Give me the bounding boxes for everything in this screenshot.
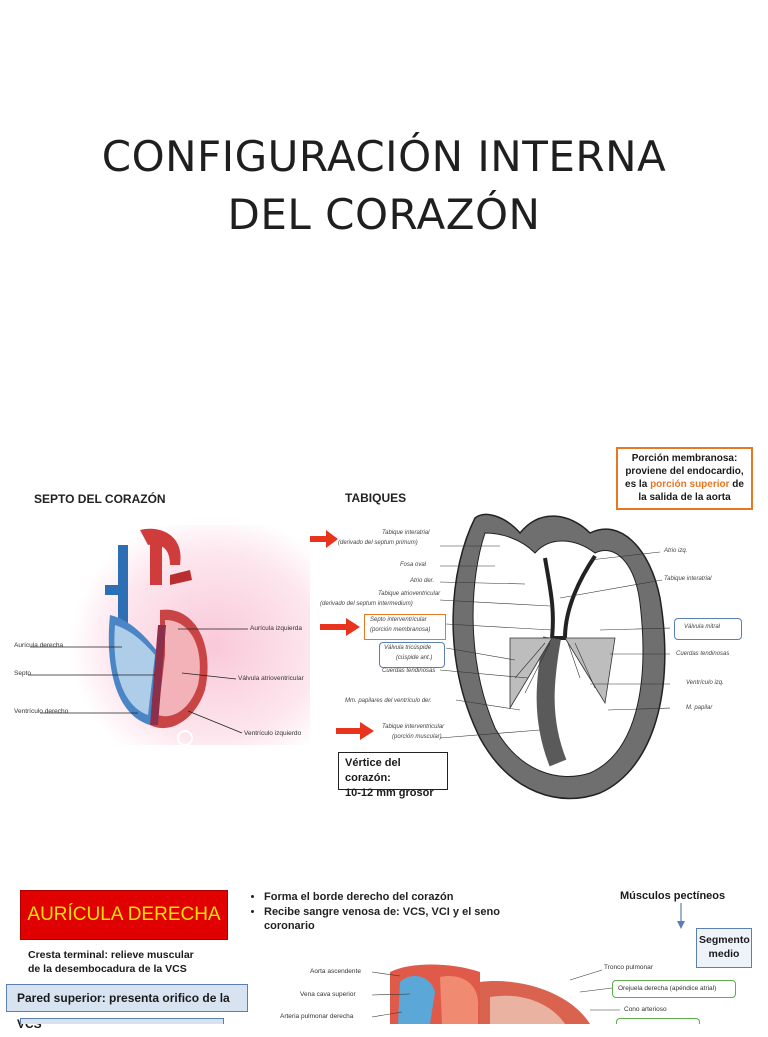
label-ventriculo-izquierdo: Ventrículo izquierdo (244, 730, 302, 737)
tabiques-heading: TABIQUES (345, 491, 407, 505)
label-ventriculo-izq: Ventrículo izq. (686, 680, 724, 686)
bullet-item: Forma el borde derecho del corazón (264, 890, 504, 904)
arrow-down-icon (677, 903, 685, 929)
auricula-bullets: Forma el borde derecho del corazón Recib… (250, 890, 504, 934)
arrow-tabique-interatrial-icon (310, 530, 338, 548)
label-mm-papilares: Mm. papilares del ventrículo der. (345, 698, 432, 704)
septo-heading: SEPTO DEL CORAZÓN (34, 492, 166, 506)
label-tabique-av: Tabique atrioventricular (378, 591, 441, 597)
label-tronco-pulmonar: Tronco pulmonar (604, 964, 653, 971)
label-septo: Septo (14, 670, 31, 677)
septo-interventricular-box (364, 614, 446, 640)
label-septo-interventricular: Septo interventricular (370, 617, 427, 623)
label-tabique-interventricular: Tabique interventricular (382, 724, 445, 730)
septo-illustration (10, 525, 310, 746)
porcion-membranosa-callout: Porción membranosa: proviene del endocar… (616, 447, 753, 510)
arrow-tabique-interventricular-icon (336, 722, 374, 740)
label-septum-intermedium: (derivado del septum intermedium) (320, 601, 413, 607)
label-cono-arterioso: Cono arterioso (624, 1006, 667, 1013)
next-band (20, 1018, 224, 1024)
label-cuerdas-tendinosas-right: Cuerdas tendinosas (676, 651, 730, 657)
vertice-box: Vértice del corazón: 10-12 mm grosor (338, 752, 448, 799)
auricula-illustration (370, 962, 620, 1024)
label-vena-cava: Vena cava superior (300, 991, 356, 998)
label-atrio-izq: Atrio izq. (664, 548, 688, 554)
title-line-2: DEL CORAZÓN (227, 190, 541, 239)
label-valvula-tricuspide: Válvula tricúspide (384, 645, 432, 651)
label-auricula-izquierda: Aurícula izquierda (250, 625, 303, 632)
label-ventriculo-derecho: Ventrículo derecho (14, 708, 69, 715)
label-arteria-pulmonar: Arteria pulmonar derecha (280, 1013, 354, 1020)
label-auricula-derecha: Aurícula derecha (14, 642, 64, 649)
label-septum-primum: (derivado del septum primum) (338, 540, 418, 546)
label-orejuela: Orejuela derecha (apéndice atrial) (618, 985, 717, 992)
valvula-tricuspide-box (379, 642, 445, 668)
next-green-box (616, 1018, 700, 1024)
label-atrio-der: Atrio der. (410, 578, 435, 584)
label-cuspide-ant: (cúspide ant.) (396, 655, 433, 661)
bullet-item: Recibe sangre venosa de: VCS, VCI y el s… (264, 905, 504, 933)
tabiques-leader-lines (440, 545, 670, 739)
label-m-papilar: M. papilar (686, 705, 713, 711)
arrow-septo-interventricular-icon (320, 618, 360, 636)
label-fosa-oval: Fosa oval (400, 562, 427, 568)
pared-superior-band: Pared superior: presenta orifico de la V… (6, 984, 248, 1031)
segmento-medio-box: Segmento medio (696, 928, 752, 968)
label-aorta-ascendente: Aorta ascendente (310, 968, 361, 975)
label-porcion-membranosa: (porción membranosa) (370, 627, 431, 633)
page-title: CONFIGURACIÓN INTERNA DEL CORAZÓN (0, 128, 768, 244)
label-tabique-interatrial: Tabique interatrial (382, 530, 430, 536)
orejuela-box (612, 980, 736, 998)
label-cuerdas-tendinosas-left: Cuerdas tendinosas (382, 668, 436, 674)
label-tabique-interatrial-right: Tabique interatrial (664, 576, 712, 582)
label-valvula-mitral: Válvula mitral (684, 624, 721, 630)
valvula-mitral-box (674, 618, 742, 640)
cresta-terminal-text: Cresta terminal: relieve muscular de la … (28, 949, 194, 975)
label-porcion-muscular: (porción muscular) (392, 734, 442, 740)
label-valvula-av: Válvula atrioventricular (238, 675, 304, 682)
title-line-1: CONFIGURACIÓN INTERNA (101, 132, 667, 181)
auricula-leader-lines (371, 969, 620, 1018)
heart-cross-section (440, 508, 680, 808)
auricula-derecha-banner: AURÍCULA DERECHA (20, 890, 228, 940)
musculos-pectineos-label: Músculos pectíneos (620, 890, 726, 902)
